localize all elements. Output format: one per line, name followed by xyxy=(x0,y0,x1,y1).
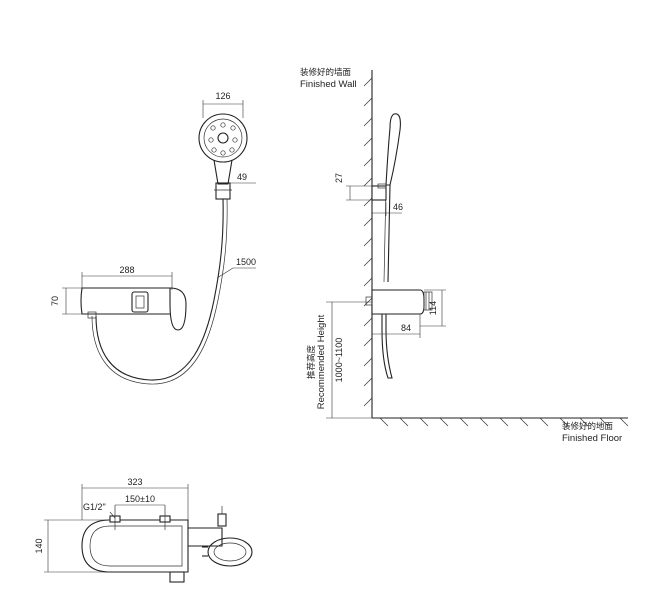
dim-depth: 140 xyxy=(34,538,44,553)
dim-hose-length: 1500 xyxy=(236,257,256,267)
mixer-body-side xyxy=(365,289,433,379)
shower-head-plan xyxy=(207,537,253,567)
floor-label-cn: 装修好的地面 xyxy=(562,421,614,431)
height-label-en: Recommended Height xyxy=(316,314,327,409)
wall-label-en: Finished Wall xyxy=(300,79,357,90)
dim-overall-length: 323 xyxy=(127,477,142,487)
wall-hatching xyxy=(363,77,373,407)
side-view: 装修好的墙面 Finished Wall 装修好的地面 Finished Flo… xyxy=(300,67,629,444)
height-label-cn: 推荐高度 xyxy=(306,345,316,380)
dim-body-height: 70 xyxy=(50,296,60,306)
dim-body-length: 288 xyxy=(119,265,134,275)
wall-label-cn: 装修好的墙面 xyxy=(300,67,352,77)
body-outline-plan xyxy=(81,519,189,573)
dim-center-distance: 150±10 xyxy=(125,494,155,504)
height-range: 1000~1100 xyxy=(334,338,344,383)
dim-outlet-depth: 84 xyxy=(401,323,411,333)
dim-head-width: 126 xyxy=(215,91,230,101)
shower-hose xyxy=(95,198,224,381)
dim-bracket-depth: 46 xyxy=(393,202,403,212)
dim-bracket-height: 27 xyxy=(334,173,344,183)
bottom-view: 323 G1/2" 150±10 140 xyxy=(34,477,253,583)
top-view: 126 49 1500 288 70 xyxy=(50,91,256,385)
dim-holder-offset: 49 xyxy=(237,172,247,182)
thread-label: G1/2" xyxy=(83,502,106,512)
mixer-body xyxy=(80,287,187,331)
floor-label-en: Finished Floor xyxy=(562,433,622,444)
shower-head xyxy=(198,113,248,185)
spout xyxy=(169,571,185,583)
dim-body-height-side: 114 xyxy=(428,301,438,315)
holder-bracket xyxy=(215,182,231,200)
slide-bracket xyxy=(371,185,387,201)
shower-head-side xyxy=(383,113,401,283)
floor-hatching xyxy=(379,417,629,427)
